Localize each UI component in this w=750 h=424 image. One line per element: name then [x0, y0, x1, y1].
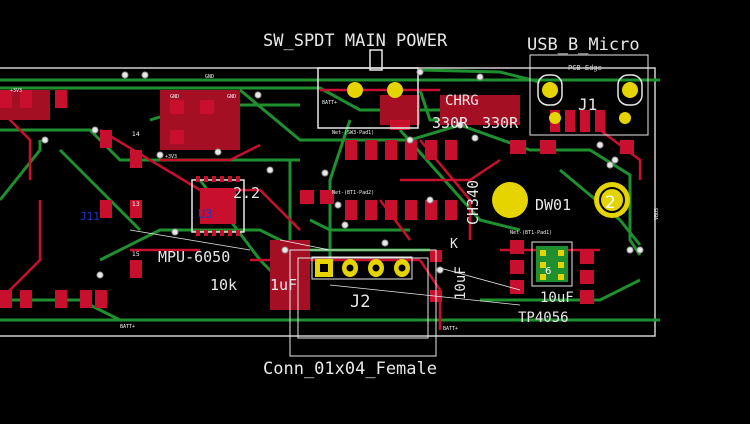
cap-1uf-label: 1uF [270, 276, 297, 294]
fab-u3-label: U3 [198, 207, 212, 221]
conn-ref-label: J2 [350, 292, 370, 312]
vias [41, 68, 644, 279]
v33-2-label: +3V3 [10, 88, 22, 94]
pcb-edge-label: PCB Edge [568, 64, 602, 72]
resistor-330r-2-label: 330R [482, 114, 519, 132]
resistor-10k-label: 10k [210, 276, 237, 294]
mpu-value-label: MPU-6050 [158, 248, 230, 266]
dw01-label: DW01 [535, 196, 571, 214]
batt-plus-2-label: BATT+ [120, 324, 135, 330]
gnd-3-label: GND [227, 94, 236, 100]
usb-connector-footprint[interactable] [529, 54, 649, 136]
conn-value-label: Conn_01x04_Female [263, 359, 437, 379]
usb-value-label: USB_B_Micro [527, 35, 640, 55]
net-bt1-pad1-label: Net-(BT1-Pad1) [510, 230, 552, 236]
conn-01x04-footprint[interactable] [289, 249, 437, 357]
pad-6-label: 6 [545, 266, 551, 277]
vbus-label: VBUS [654, 208, 660, 220]
gnd-2-label: GND [170, 94, 179, 100]
sw-spdt-value-label: SW_SPDT MAIN POWER [263, 31, 448, 51]
battery-pad-1[interactable] [492, 182, 528, 218]
batt-plus-1-label: BATT+ [322, 100, 337, 106]
usb-ref-label: J1 [578, 95, 597, 114]
net-bt1-pad2-label: Net-(BT1-Pad2) [332, 190, 374, 196]
main-power-switch-footprint[interactable] [317, 49, 419, 129]
pad-13-label: 13 [132, 201, 140, 208]
pad-14-label: 14 [132, 131, 140, 138]
resistor-330r-label: 330R [432, 114, 469, 132]
tp4056-ic-footprint[interactable] [531, 241, 573, 287]
chrg-label: CHRG [445, 93, 479, 109]
tp4056-label: TP4056 [518, 310, 569, 326]
val-2-2-label: 2.2 [233, 184, 260, 202]
v33-1-label: +3V3 [165, 154, 177, 160]
pad-2-label: 2 [605, 193, 616, 213]
cap-10uf-label: 10uF [540, 290, 574, 306]
ratsnest-lines [129, 229, 521, 306]
batt-plus-3-label: BATT+ [443, 326, 458, 332]
net-sw3-label: Net-(SW3-Pad1) [332, 130, 374, 136]
fab-j-label: J11 [80, 210, 100, 223]
mpu-footprint[interactable] [191, 176, 245, 236]
cap-10uf-vertical-label: 10uF [453, 266, 469, 300]
k-label: K [450, 237, 458, 252]
gnd-1-label: GND [205, 74, 214, 80]
pad-15-label: 15 [132, 251, 140, 258]
ch340-label: CH340 [464, 180, 482, 225]
